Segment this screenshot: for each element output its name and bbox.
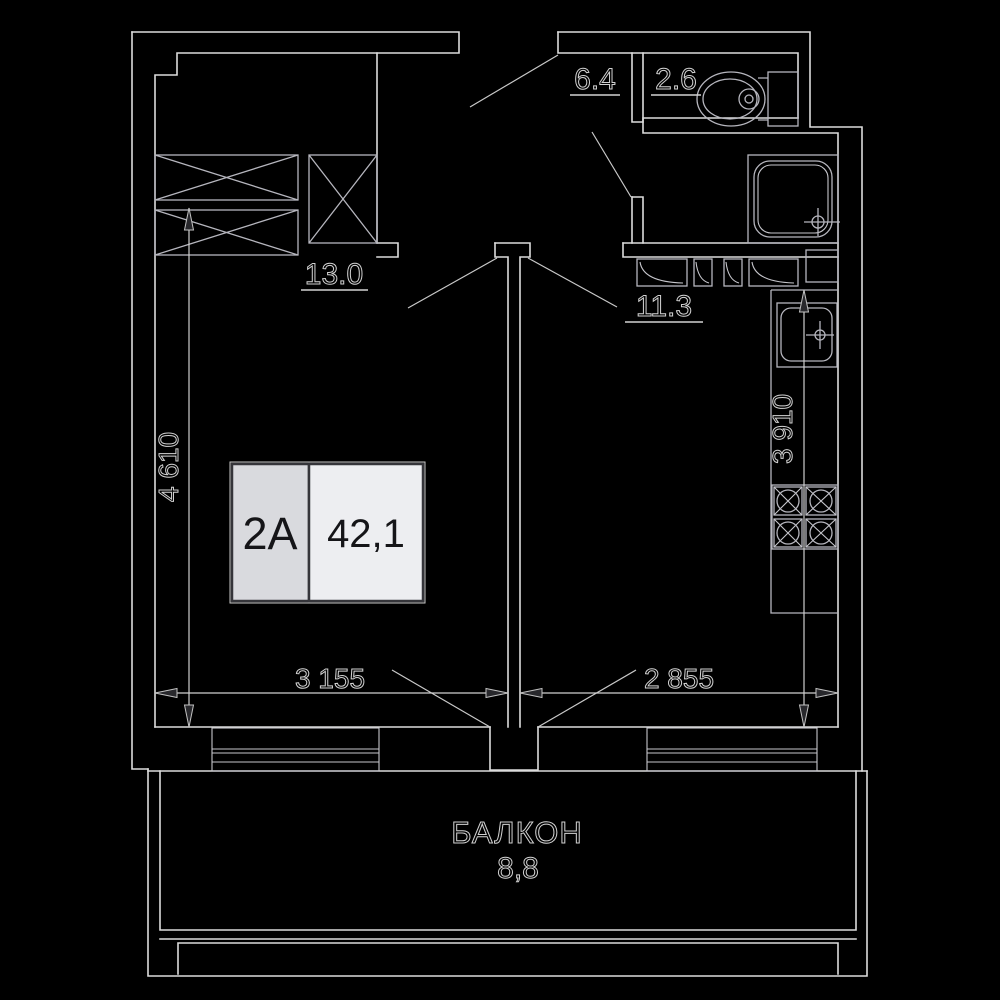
room-label-wardrobe: 13.0 xyxy=(301,258,368,292)
kitchen-sink-icon xyxy=(776,302,838,368)
outer-walls xyxy=(131,31,868,772)
room-label-wc: 2.6 xyxy=(651,63,701,97)
dimension-kitchen-depth: 3 910 xyxy=(767,289,810,728)
balcony-name-text: БАЛКОН xyxy=(451,815,583,850)
unit-code-cell xyxy=(230,462,311,603)
dimension-kitchen-width: 2 855 xyxy=(519,663,839,699)
wc-area-text: 2.6 xyxy=(655,63,697,96)
dimension-room-depth: 4 610 xyxy=(153,207,195,728)
dimension-kitchen-depth-label: 3 910 xyxy=(767,394,798,464)
door-swing-lines xyxy=(391,54,637,728)
unit-area-cell xyxy=(307,462,425,603)
dimension-kitchen-width-label: 2 855 xyxy=(644,663,714,694)
shower-icon xyxy=(747,154,840,244)
interior-walls xyxy=(376,52,839,771)
balcony-window-left xyxy=(211,727,380,772)
shaft-crossed-box xyxy=(308,154,378,244)
unit-area-text: 42,1 xyxy=(327,512,405,556)
dimension-room-depth-label: 4 610 xyxy=(153,432,184,502)
balcony-walls xyxy=(147,768,868,977)
stove-icon xyxy=(771,484,839,550)
unit-label-box: 2A 42,1 xyxy=(229,461,426,604)
toilet-icon xyxy=(696,71,799,127)
room-label-hallway: 6.4 xyxy=(570,63,620,97)
balcony-area-text: 8,8 xyxy=(497,852,539,885)
balcony-window-right xyxy=(646,727,818,772)
wardrobe-area-text: 13.0 xyxy=(305,258,363,291)
unit-code-text: 2A xyxy=(242,508,297,559)
wardrobe-crossed-box-1 xyxy=(154,154,299,201)
hallway-area-text: 6.4 xyxy=(574,63,616,96)
wardrobe-crossed-box-2 xyxy=(154,209,299,256)
dimension-room-width-label: 3 155 xyxy=(295,663,365,694)
room-label-kitchen: 11.3 xyxy=(625,290,703,324)
kitchen-counter-top-row xyxy=(636,249,839,287)
kitchen-area-text: 11.3 xyxy=(636,290,692,323)
room-label-balcony: БАЛКОН 8,8 xyxy=(451,815,583,886)
dimension-room-width: 3 155 xyxy=(154,663,509,699)
